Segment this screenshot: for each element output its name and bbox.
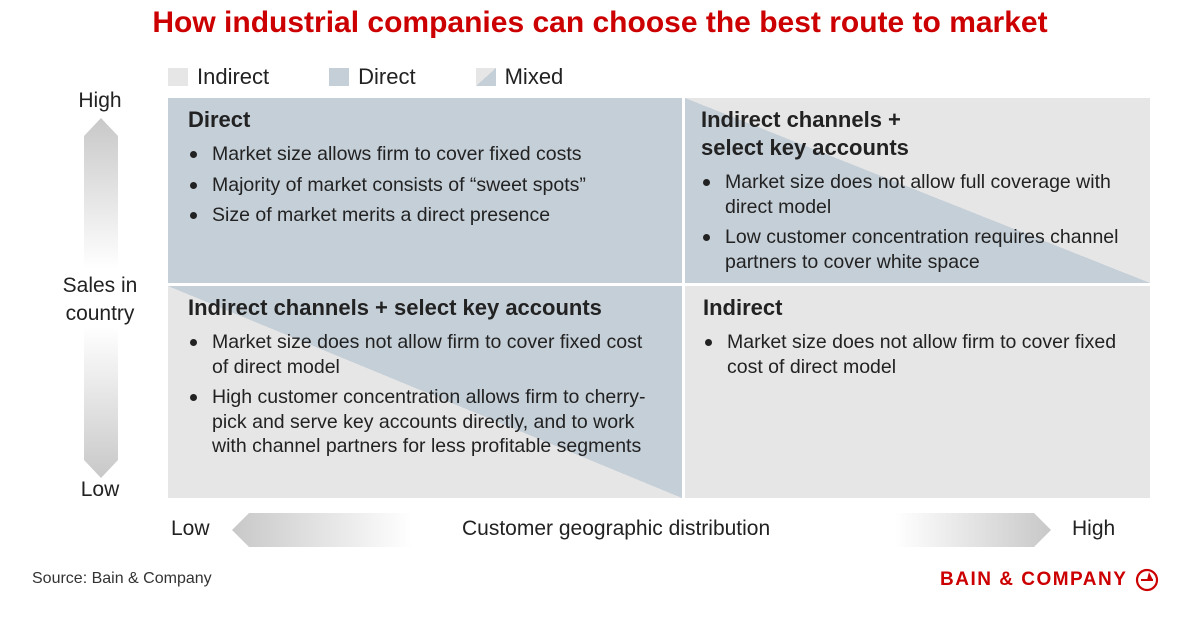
- bain-logo: BAIN & COMPANY: [940, 568, 1159, 592]
- x-low-label: Low: [171, 517, 210, 540]
- legend-label: Mixed: [504, 64, 564, 89]
- quadrant-mixed-bottom: Indirect channels + select key accounts …: [168, 286, 682, 498]
- logo-icon: [1136, 568, 1159, 592]
- quadrant-matrix: Direct Market size allows firm to cover …: [168, 98, 1150, 498]
- mixed-swatch: [475, 68, 496, 86]
- source-note: Source: Bain & Company: [32, 570, 212, 587]
- quadrant-direct: Direct Market size allows firm to cover …: [168, 98, 682, 283]
- right-arrow-icon: [895, 513, 1051, 547]
- bullet: Low customer concentration requires chan…: [701, 225, 1130, 274]
- legend-direct: Direct: [329, 64, 416, 90]
- quadrant-indirect: Indirect Market size does not allow firm…: [685, 286, 1150, 498]
- bullet: Market size does not allow firm to cover…: [188, 330, 662, 379]
- bullet: Majority of market consists of “sweet sp…: [188, 173, 662, 198]
- legend-indirect: Indirect: [168, 64, 269, 90]
- quadrant-title: Indirect channels + select key accounts: [701, 106, 1130, 162]
- bullet: Market size allows firm to cover fixed c…: [188, 142, 662, 167]
- left-arrow-icon: [232, 513, 412, 547]
- bullet: Size of market merits a direct presence: [188, 203, 662, 228]
- bullet: Market size does not allow firm to cover…: [703, 330, 1130, 379]
- x-axis-label: Customer geographic distribution: [462, 517, 771, 540]
- quadrant-title: Direct: [188, 107, 251, 132]
- legend-label: Indirect: [197, 64, 270, 89]
- bullet: Market size does not allow full coverage…: [701, 170, 1130, 219]
- y-axis-label: Sales in country: [50, 272, 150, 328]
- legend-label: Direct: [358, 64, 416, 89]
- y-high-label: High: [78, 89, 122, 112]
- title-line: select key accounts: [701, 135, 909, 160]
- quadrant-title: Indirect channels + select key accounts: [188, 295, 602, 320]
- direct-swatch: [329, 68, 350, 86]
- indirect-swatch: [168, 68, 188, 86]
- logo-text: BAIN & COMPANY: [940, 569, 1128, 590]
- quadrant-title: Indirect: [703, 295, 783, 320]
- quadrant-mixed-top: Indirect channels + select key accounts M…: [685, 98, 1150, 283]
- bullet: High customer concentration allows firm …: [188, 385, 662, 459]
- legend-mixed: Mixed: [475, 64, 564, 90]
- x-high-label: High: [1072, 517, 1116, 540]
- y-low-label: Low: [80, 478, 120, 501]
- chart-title: How industrial companies can choose the …: [152, 6, 1048, 39]
- legend: Indirect Direct Mixed: [168, 64, 623, 90]
- title-line: Indirect channels +: [701, 107, 901, 132]
